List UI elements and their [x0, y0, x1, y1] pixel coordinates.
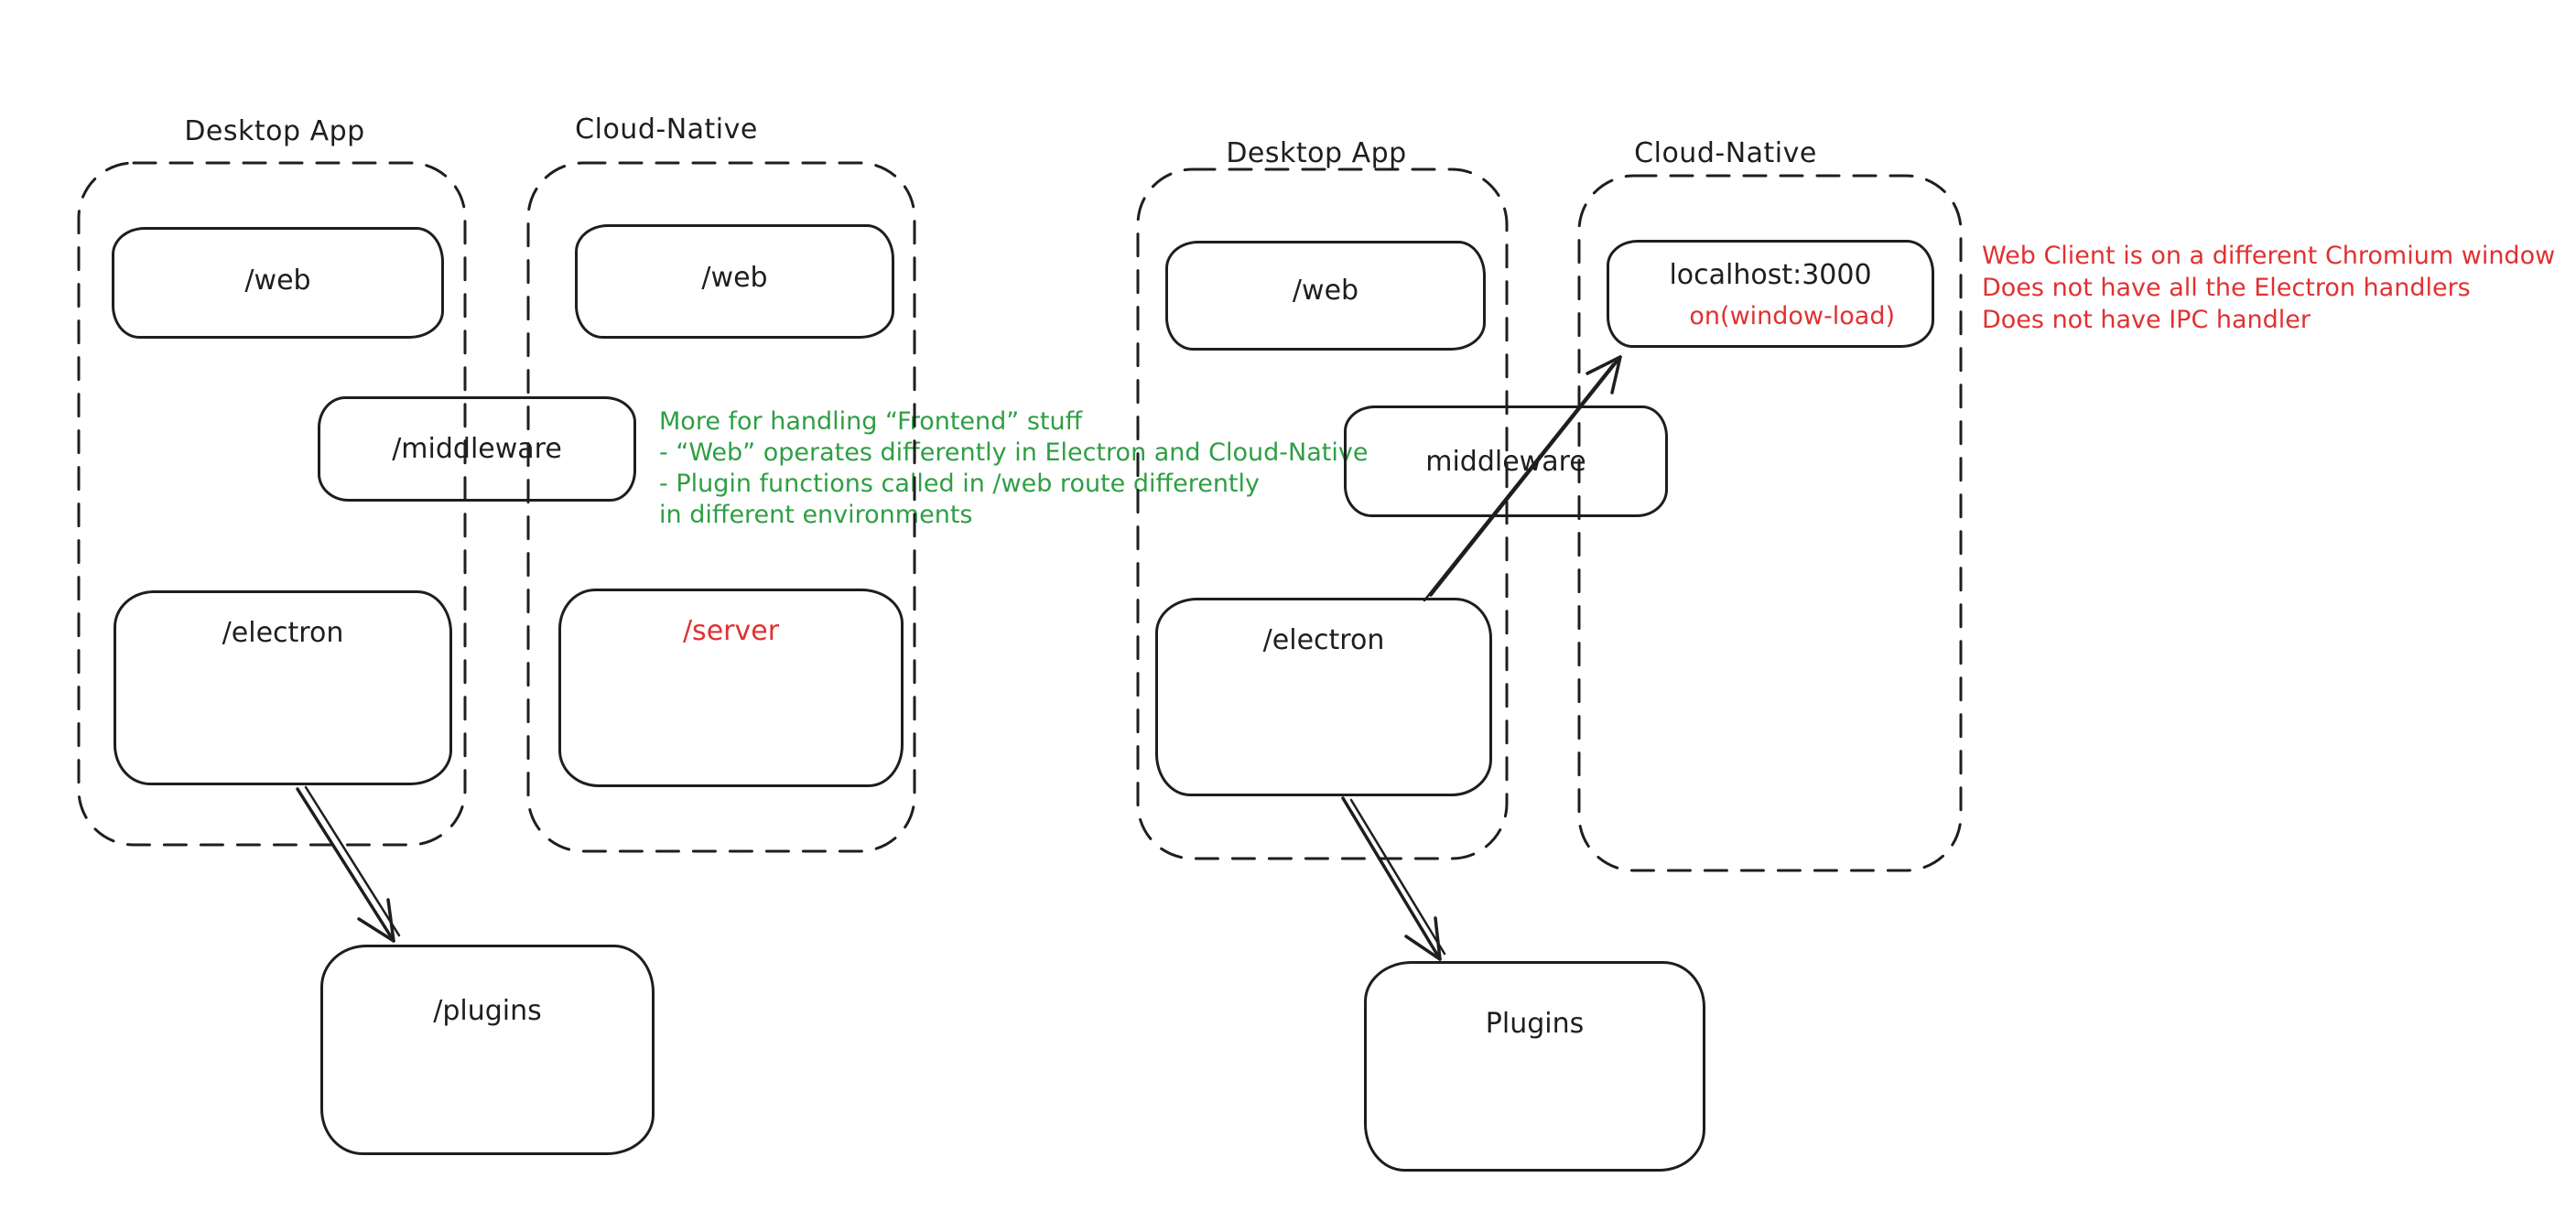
- left-web-desktop-box-label: /web: [244, 265, 311, 297]
- arrow-electron-to-plugins-right: [1341, 796, 1442, 961]
- red-annotation-line: Does not have all the Electron handlers: [1982, 274, 2471, 302]
- right-web-box-label: /web: [1292, 275, 1359, 307]
- arrowhead-plugins-left: [357, 898, 395, 943]
- localhost-window-load-label: on(window-load): [1689, 302, 1895, 330]
- right-electron-box-label: /electron: [1262, 624, 1385, 656]
- arrow-electron-to-plugins-left-sketch: [304, 785, 401, 937]
- right-middleware-box-label: middleware: [1425, 445, 1586, 478]
- right-plugins-box-label: Plugins: [1485, 1008, 1585, 1040]
- left-middleware-box: /middleware: [318, 396, 636, 502]
- green-annotation-line: More for handling “Frontend” stuff: [659, 407, 1083, 436]
- right-electron-box: /electron: [1155, 598, 1492, 796]
- arrowhead-localhost: [1586, 355, 1622, 394]
- left-desktop-app-label: Desktop App: [184, 115, 365, 147]
- left-web-cloud-box-label: /web: [701, 262, 768, 294]
- left-web-cloud-box: /web: [575, 224, 894, 339]
- red-annotation-line: Web Client is on a different Chromium wi…: [1982, 242, 2556, 270]
- left-web-desktop-box: /web: [112, 227, 444, 339]
- red-annotation: Web Client is on a different Chromium wi…: [1982, 240, 2555, 336]
- localhost-box: localhost:3000 on(window-load): [1607, 240, 1934, 348]
- arrowhead-plugins-right: [1404, 916, 1442, 961]
- right-plugins-box: Plugins: [1364, 961, 1705, 1172]
- arrow-electron-to-plugins-left: [296, 787, 395, 943]
- left-middleware-box-label: /middleware: [392, 433, 562, 465]
- right-middleware-box: middleware: [1344, 405, 1668, 517]
- left-plugins-box: /plugins: [320, 945, 655, 1155]
- right-web-box: /web: [1165, 241, 1486, 351]
- green-annotation-line: in different environments: [659, 501, 973, 529]
- left-cloud-native-label: Cloud-Native: [575, 113, 758, 146]
- left-server-box: /server: [558, 589, 904, 787]
- left-electron-box: /electron: [114, 590, 452, 785]
- green-annotation-line: - Plugin functions called in /web route …: [659, 470, 1261, 498]
- right-desktop-app-label: Desktop App: [1226, 137, 1407, 169]
- red-annotation-line: Does not have IPC handler: [1982, 306, 2311, 334]
- left-electron-box-label: /electron: [222, 617, 344, 649]
- green-annotation-line: - “Web” operates differently in Electron…: [659, 438, 1369, 467]
- right-cloud-native-label: Cloud-Native: [1634, 137, 1817, 169]
- arrow-electron-to-plugins-right-sketch: [1349, 798, 1446, 956]
- left-plugins-box-label: /plugins: [433, 995, 542, 1027]
- left-server-box-label: /server: [682, 615, 780, 647]
- localhost-box-label: localhost:3000: [1669, 259, 1872, 291]
- green-annotation: More for handling “Frontend” stuff - “We…: [659, 406, 1368, 531]
